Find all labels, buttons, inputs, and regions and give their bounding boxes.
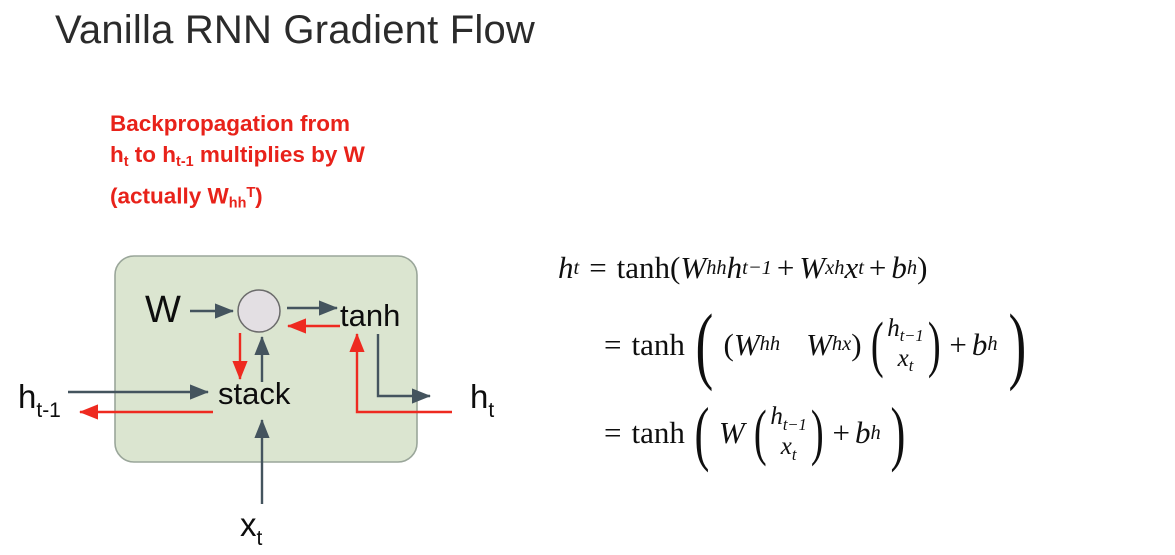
eq1-x-t: x: [844, 250, 859, 285]
annotation-line-2: ht to ht-1 multiplies by W: [110, 139, 365, 178]
eq3-plus: +: [832, 415, 850, 451]
h-out-label: ht: [470, 378, 494, 422]
eq2-column-vector: ( ht−1 xt ): [867, 310, 945, 379]
eq2-open-small-paren: (: [723, 326, 734, 362]
annotation-line-3: (actually WhhT): [110, 178, 365, 220]
eq3-vec-close-paren: ): [810, 399, 824, 468]
annotation-actually-w: (actually W: [110, 183, 229, 209]
eq2-close-small-paren: ): [851, 326, 862, 362]
eq1-bias-sub: h: [906, 256, 918, 279]
eq3-vec-open-paren: (: [753, 399, 767, 468]
eq1-lhs: h: [558, 250, 574, 285]
eq2-vec-open-paren: (: [870, 310, 884, 379]
eq1-h-prev-sub: t−1: [742, 256, 772, 279]
eq3-w: W: [718, 415, 745, 451]
weight-label: W: [145, 289, 181, 331]
eq1-w-hh: W: [680, 250, 707, 285]
eq2-tanh: tanh: [631, 326, 685, 362]
h-prev-label: ht-1: [18, 378, 61, 422]
eq1-bias: b: [891, 250, 907, 285]
rnn-cell-box: [114, 255, 418, 463]
eq2-close-big-paren: ): [1007, 296, 1026, 392]
eq3-close-big-paren: ): [890, 393, 906, 473]
eq1-h-prev: h: [726, 250, 743, 285]
eq1-close-paren: ): [917, 250, 928, 285]
eq1-plus-1: +: [776, 250, 795, 285]
eq1-w-xh-sub: xh: [825, 256, 845, 279]
eq2-w-hx-sub: hx: [831, 333, 852, 356]
annotation-w-hh-sub: hh: [228, 195, 247, 212]
eq2-w-hh-sub: hh: [759, 333, 781, 356]
eq2-bias-sub: h: [987, 333, 998, 356]
eq2-bias: b: [971, 326, 988, 362]
annotation-to-h-prev: to h: [128, 142, 177, 167]
arrow-h-out-to-tanh-grad: [349, 333, 452, 414]
annotation-multiplies-by-w: multiplies by W: [193, 142, 365, 167]
page-title: Vanilla RNN Gradient Flow: [55, 8, 535, 52]
annotation-h-prev-sub: t-1: [176, 154, 194, 171]
eq3-bias: b: [854, 415, 871, 451]
eq3-bias-sub: h: [870, 421, 881, 444]
stack-label: stack: [218, 376, 291, 411]
eq1-tanh: tanh: [616, 250, 671, 285]
eq1-x-t-sub: t: [858, 256, 864, 279]
backprop-annotation: Backpropagation from ht to ht-1 multipli…: [110, 108, 365, 220]
tanh-label: tanh: [340, 298, 400, 333]
eq3-tanh: tanh: [631, 415, 685, 451]
eq2-vec-close-paren: ): [927, 310, 941, 379]
rnn-cell-diagram: W tanh stack ht-1: [0, 236, 540, 555]
x-input-label: xt: [240, 506, 263, 550]
eq1-lhs-sub: t: [573, 256, 580, 279]
eq3-open-big-paren: (: [694, 393, 710, 473]
annotation-close-paren: ): [255, 183, 263, 209]
eq2-open-big-paren: (: [695, 296, 714, 392]
eq2-w-hx: W: [806, 326, 832, 362]
eq2-equals: =: [604, 326, 622, 362]
multiply-node: [237, 289, 281, 333]
eq2-vec-bottom: xt: [897, 344, 914, 375]
annotation-line-1: Backpropagation from: [110, 111, 351, 136]
eq3-vec-top: ht−1: [770, 403, 807, 434]
eq3-column-vector: ( ht−1 xt ): [750, 399, 828, 468]
annotation-transpose-sup: T: [246, 185, 256, 202]
eq2-vec-top: ht−1: [887, 314, 924, 345]
eq2-w-hh: W: [733, 326, 760, 362]
eq1-w-xh: W: [799, 250, 826, 285]
eq3-equals: =: [604, 415, 622, 451]
eq1-open-paren: (: [670, 250, 681, 285]
eq3-vec-bottom: xt: [780, 433, 797, 464]
annotation-h-t-sub: t: [123, 154, 129, 171]
arrow-tanh-to-h-out: [376, 334, 431, 404]
eq1-plus-2: +: [868, 250, 887, 285]
eq1-equals: =: [589, 250, 607, 285]
annotation-h-t-base: h: [110, 142, 124, 167]
eq1-w-hh-sub: hh: [706, 256, 727, 279]
eq2-plus: +: [949, 326, 967, 362]
